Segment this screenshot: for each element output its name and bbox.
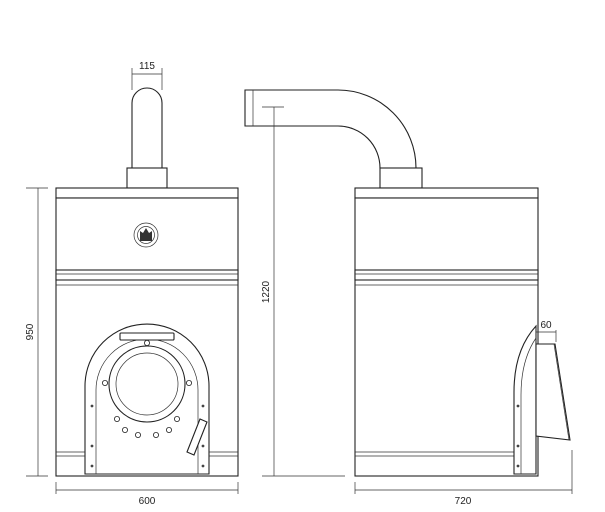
front-base-band xyxy=(56,451,238,457)
side-middle-band xyxy=(354,269,539,286)
dimension-front-height: 950 xyxy=(25,187,48,477)
side-cabinet xyxy=(354,197,539,477)
side-base-band xyxy=(355,451,514,457)
dimension-label-overall-height: 1220 xyxy=(261,280,272,303)
side-view xyxy=(244,89,571,477)
dimension-label-front-height: 950 xyxy=(25,323,36,340)
side-flue-elbow xyxy=(244,89,423,189)
front-view xyxy=(55,87,239,477)
dimension-label-front-width: 600 xyxy=(139,496,156,507)
side-top-cap xyxy=(354,187,539,199)
dimension-front-width: 600 xyxy=(55,482,239,507)
front-middle-band xyxy=(55,269,239,286)
front-firebox-door xyxy=(84,323,210,475)
front-flue-pipe xyxy=(126,87,168,189)
dimension-label-flue-diameter: 115 xyxy=(139,61,155,72)
dimension-overall-height: 1220 xyxy=(261,106,345,477)
dimension-label-side-depth: 720 xyxy=(455,496,472,507)
dimension-label-door-projection: 60 xyxy=(540,320,552,331)
side-firebox-door xyxy=(513,324,571,475)
stove-brand-emblem-icon xyxy=(133,222,159,248)
front-top-cap xyxy=(55,187,239,199)
dimension-flue-diameter: 115 xyxy=(131,61,163,90)
dimension-side-depth: 720 xyxy=(354,450,573,507)
dimension-door-projection: 60 xyxy=(535,320,557,342)
